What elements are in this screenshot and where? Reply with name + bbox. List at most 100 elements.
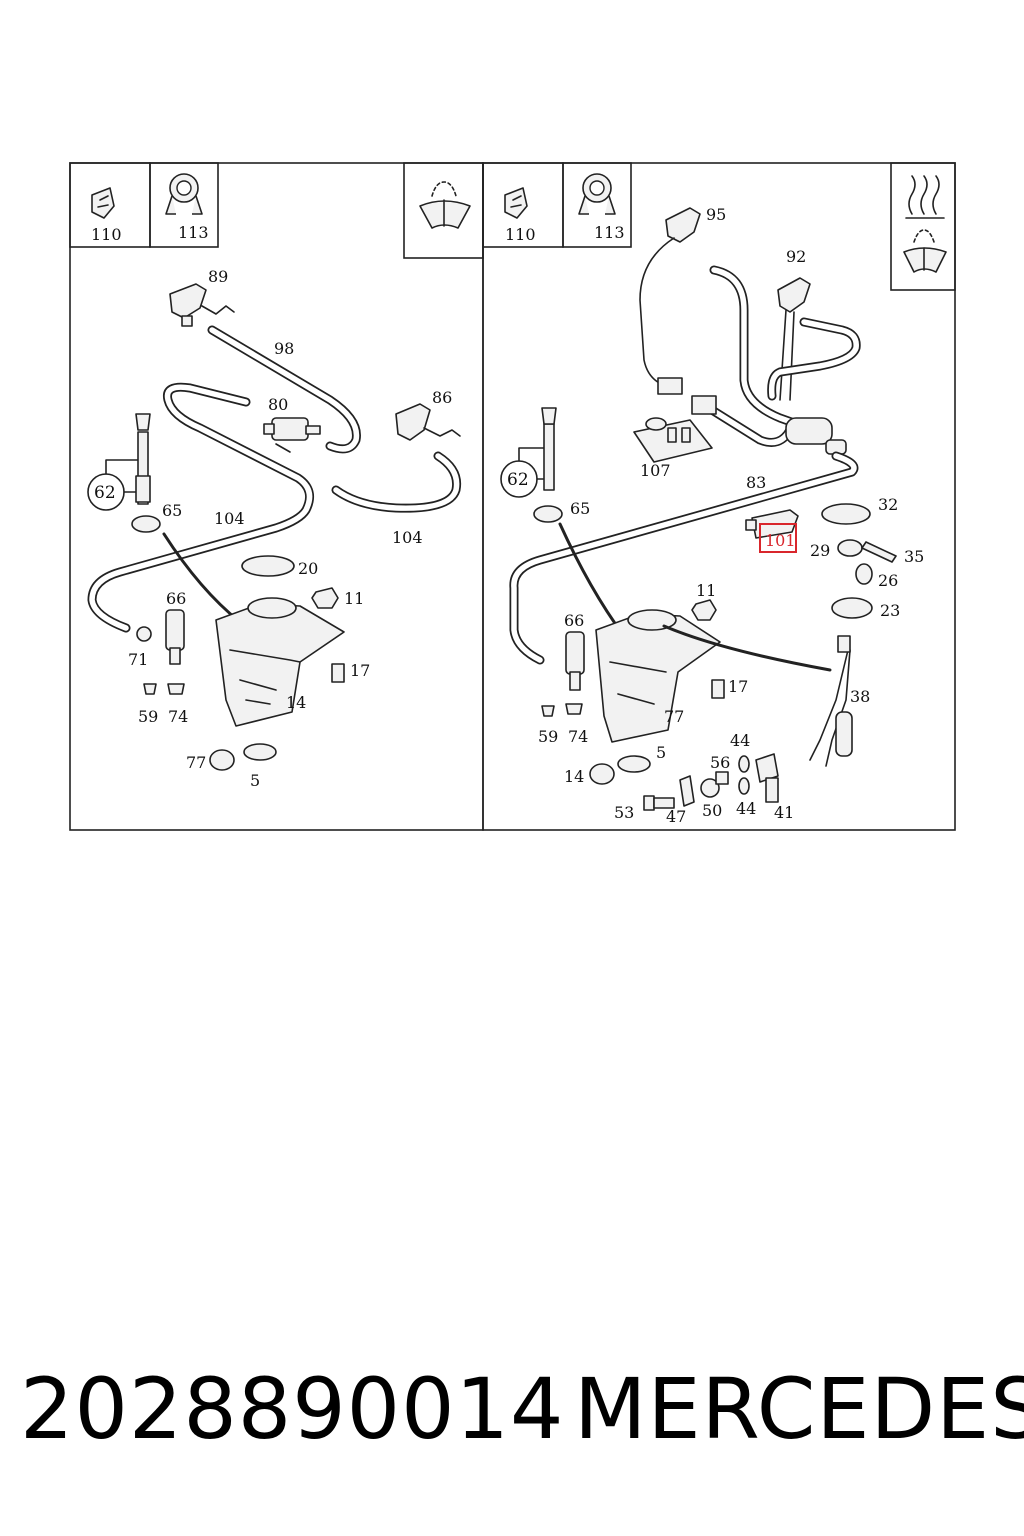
- label-66-right: 66: [564, 611, 584, 630]
- right-header-label-110: 110: [505, 225, 536, 244]
- clip-icon: [91, 187, 115, 219]
- highlight-box-101: [759, 523, 797, 553]
- bracket-47: [679, 775, 695, 807]
- label-92: 92: [786, 247, 806, 266]
- label-5-right: 77: [664, 707, 684, 726]
- nut-11-right: [691, 599, 717, 621]
- label-11-left: 11: [344, 589, 364, 608]
- clip-17-left: [331, 663, 345, 683]
- label-95: 95: [706, 205, 726, 224]
- right-panel-frame: [482, 162, 956, 831]
- part-number: 2028890014: [20, 1360, 565, 1458]
- label-35: 35: [904, 547, 924, 566]
- washer-reservoir-5-right: [595, 609, 721, 743]
- label-14-left: 77: [186, 753, 206, 772]
- label-14-right: 14: [564, 767, 584, 786]
- left-header-label-110: 110: [91, 225, 122, 244]
- clip-icon: [504, 187, 528, 219]
- plug-59-left: [143, 683, 157, 695]
- label-11-right: 11: [696, 581, 716, 600]
- hose-clamp-icon: [578, 173, 616, 215]
- nut-11-left: [311, 587, 339, 609]
- washer-pump-66-right: [565, 631, 585, 691]
- hose-clamp-icon: [165, 173, 203, 215]
- label-50: 50: [702, 801, 722, 820]
- seal-74-right: [565, 703, 583, 715]
- grommet-65-left: [131, 515, 161, 533]
- level-sensor-62: [87, 413, 151, 511]
- hose-clip-71: [136, 626, 152, 642]
- left-panel-frame: [69, 162, 484, 831]
- label-56: 56: [710, 753, 730, 772]
- seal-23: [831, 597, 873, 619]
- label-107: 107: [640, 461, 671, 480]
- windshield-washer-icon: [903, 229, 947, 273]
- label-62-right: 62: [507, 470, 529, 490]
- label-29: 29: [810, 541, 830, 560]
- label-23: 23: [880, 601, 900, 620]
- washer-44-bottom: [738, 777, 750, 795]
- label-89: 89: [208, 267, 228, 286]
- control-unit-107: [633, 417, 713, 463]
- heater-valve: [785, 417, 847, 455]
- washer-nozzle-89: [169, 283, 235, 327]
- left-header-cell-113: [149, 162, 219, 248]
- label-86: 86: [432, 388, 452, 407]
- label-71: 71: [128, 650, 148, 669]
- label-80: 80: [268, 395, 288, 414]
- label-74-right: 74: [568, 727, 588, 746]
- brand-name: MERCEDES: [574, 1360, 1024, 1458]
- label-17-left: 17: [350, 661, 370, 680]
- label-77-right: 5: [656, 743, 666, 762]
- label-59-right: 59: [538, 727, 558, 746]
- rubber-mount-77-left: [243, 743, 277, 761]
- label-83: 83: [746, 473, 766, 492]
- level-sensor-62-right: [500, 407, 557, 498]
- label-32: 32: [878, 495, 898, 514]
- label-98: 98: [274, 339, 294, 358]
- reservoir-cap-20: [241, 555, 295, 577]
- washer-reservoir-5-left: [215, 597, 345, 727]
- right-icon-box: [890, 162, 956, 291]
- washer-44-top: [738, 755, 750, 773]
- label-101-highlighted: 101: [765, 531, 796, 550]
- right-header-cell-113: [562, 162, 632, 248]
- washer-56: [715, 771, 729, 785]
- plug-26: [855, 563, 873, 585]
- heated-nozzle-95: [639, 207, 701, 395]
- grommet-65-right: [533, 505, 563, 523]
- label-5-left: 14: [286, 693, 306, 712]
- strap-35: [861, 541, 897, 563]
- rubber-mount-77-right: [617, 755, 651, 773]
- heated-nozzle-92: [777, 277, 811, 401]
- grommet-14-left: [209, 749, 235, 771]
- label-44-bottom: 44: [736, 799, 756, 818]
- sensor-41: [755, 753, 779, 803]
- filter-29: [837, 539, 863, 557]
- label-77-left: 5: [250, 771, 260, 790]
- washer-pump-66-left: [165, 609, 185, 665]
- cap-32: [821, 503, 871, 525]
- bolt-53: [643, 795, 675, 811]
- label-26: 26: [878, 571, 898, 590]
- clip-17-right: [711, 679, 725, 699]
- label-59-left: 59: [138, 707, 158, 726]
- label-65-right: 65: [570, 499, 590, 518]
- footer: 2028890014 MERCEDES: [0, 1360, 1024, 1470]
- label-66-left: 66: [166, 589, 186, 608]
- label-20: 20: [298, 559, 318, 578]
- label-17-right: 17: [728, 677, 748, 696]
- wiring-harness-38: [809, 635, 853, 767]
- label-65-left: 65: [162, 501, 182, 520]
- label-53: 53: [614, 803, 634, 822]
- label-44-top: 44: [730, 731, 750, 750]
- seal-74-left: [167, 683, 185, 695]
- parts-diagram: 110 113 89 98 80 86 104 104: [69, 162, 956, 831]
- label-62-left: 62: [94, 483, 116, 503]
- plug-59-right: [541, 705, 555, 717]
- right-header-label-113: 113: [594, 223, 625, 242]
- left-header-label-113: 113: [178, 223, 209, 242]
- check-valve-80: [263, 417, 321, 453]
- heated-icon: [905, 175, 945, 219]
- label-41: 41: [774, 803, 794, 822]
